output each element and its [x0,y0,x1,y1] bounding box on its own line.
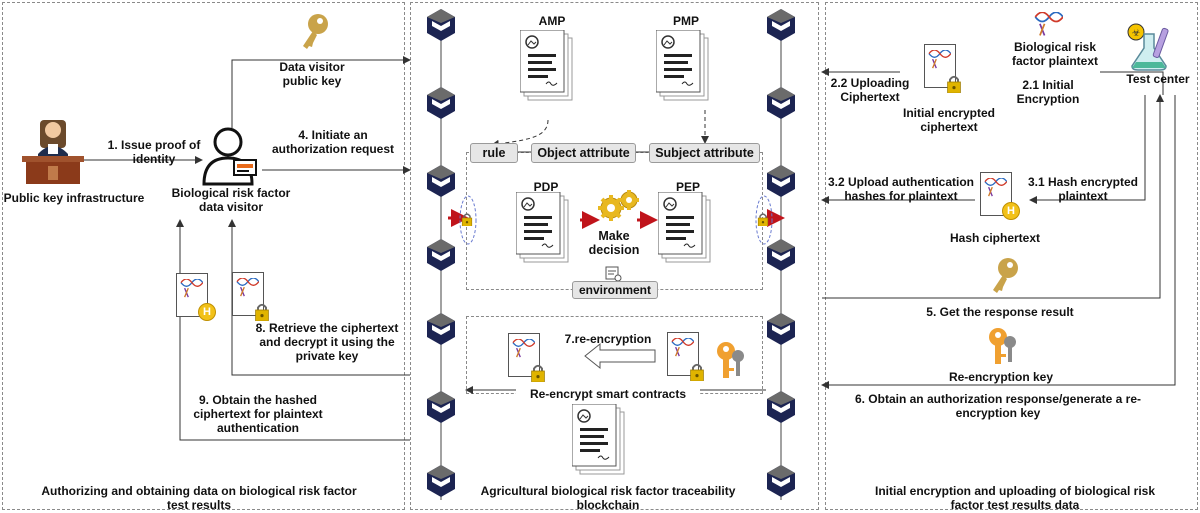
left-panel [2,2,405,510]
document-icon [655,29,712,107]
user-icon [202,127,257,186]
blockchain-block-icon [427,165,455,197]
step21-label: 2.1 Initial Encryption [1016,78,1080,106]
environment-pill: environment [572,281,658,299]
blockchain-block-icon [427,465,455,497]
blockchain-block-icon [427,313,455,345]
right-caption: Initial encryption and uploading of biol… [874,484,1156,512]
document-icon [515,191,572,269]
reenc-key-label: Re-encryption key [948,370,1054,384]
pep-label: PEP [675,180,700,194]
document-icon [657,191,714,269]
blockchain-block-icon [767,465,795,497]
step22-label: 2.2 Uploading Ciphertext [830,76,910,104]
step6-label: 6. Obtain an authorization response/gene… [854,392,1142,420]
blockchain-block-icon [427,9,455,41]
hash-ciphertext-icon: H [980,172,1020,224]
visitor-label: Biological risk factor data visitor [171,186,291,214]
step8-label: 8. Retrieve the ciphertext and decrypt i… [255,321,399,363]
reencryption-label: 7.re-encryption [564,332,652,346]
subject-attribute-pill: Subject attribute [649,143,760,163]
blockchain-block-icon [767,239,795,271]
locked-ciphertext-icon [667,332,707,384]
blockchain-block-icon [767,313,795,345]
test-center-label: Test center [1126,72,1190,86]
lab-flask-icon: ☣ [1127,23,1169,71]
init-cipher-label: Initial encrypted ciphertext [902,106,996,134]
document-icon [571,403,628,481]
dna-icon [1033,11,1064,43]
step5-label: 5. Get the response result [926,305,1074,319]
blockchain-block-icon [427,239,455,271]
visitor-key-label: Data visitor public key [279,60,345,88]
blockchain-block-icon [767,87,795,119]
svg-text:☣: ☣ [1132,28,1141,39]
step9-label: 9. Obtain the hashed ciphertext for plai… [193,393,323,435]
step32-label: 3.2 Upload authentication hashes for pla… [827,175,974,203]
make-decision-label: Make decision [588,229,640,257]
step31-label: 3.1 Hash encrypted plaintext [1027,175,1139,203]
blockchain-block-icon [427,87,455,119]
hashed-ciphertext-icon: H [176,273,216,325]
pki-label: Public key infrastructure [3,191,145,205]
gear-icon [598,190,639,221]
step4-label: 4. Initiate an authorization request [271,128,394,156]
right-panel [825,2,1198,510]
judge-icon [22,120,84,184]
reencrypt-contracts-label: Re-encrypt smart contracts [516,387,700,401]
hash-cipher-label: Hash ciphertext [949,231,1041,245]
step1-label: 1. Issue proof of identity [107,138,201,166]
key-icon [717,342,744,378]
lock-icon [757,212,769,231]
blockchain-block-icon [767,391,795,423]
center-caption: Agricultural biological risk factor trac… [480,484,736,512]
amp-label: AMP [538,14,566,28]
key-icon [989,328,1016,364]
lock-icon [461,212,473,231]
key-icon [993,258,1018,293]
center-panel [410,2,819,510]
pmp-label: PMP [672,14,699,28]
object-attribute-pill: Object attribute [531,143,636,163]
encrypted-ciphertext-icon [924,44,964,96]
pdp-label: PDP [533,180,559,194]
locked-ciphertext-icon [232,272,272,324]
left-caption: Authorizing and obtaining data on biolog… [41,484,357,512]
plaintext-label: Biological risk factor plaintext [1011,40,1098,68]
key-icon [303,14,328,49]
blockchain-block-icon [427,391,455,423]
rule-pill: rule [470,143,518,163]
document-icon [519,29,576,107]
blockchain-block-icon [767,165,795,197]
locked-ciphertext-icon [508,333,548,385]
blockchain-block-icon [767,9,795,41]
environment-icon [605,266,622,282]
